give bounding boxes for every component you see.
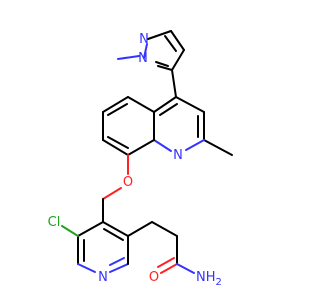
bond xyxy=(153,96,177,113)
bond xyxy=(155,61,169,67)
chloro-label: Cl xyxy=(48,215,61,230)
bond xyxy=(102,96,129,113)
pyrazole-n1-label: N xyxy=(138,51,148,66)
bond xyxy=(170,30,185,51)
bond xyxy=(127,221,153,237)
amide-o-label: O xyxy=(149,270,159,285)
bond xyxy=(109,263,129,273)
bond xyxy=(157,257,175,268)
bond xyxy=(147,30,172,40)
bond xyxy=(77,221,104,237)
bond xyxy=(77,263,96,273)
quinoline-n-label: N xyxy=(173,148,183,163)
bond xyxy=(102,221,129,237)
bond xyxy=(175,96,205,113)
bond xyxy=(157,65,173,71)
bond xyxy=(127,96,155,113)
ether-o-label: O xyxy=(123,175,133,190)
bond-layer xyxy=(61,30,233,274)
bond xyxy=(185,139,205,151)
bond xyxy=(164,35,177,52)
pyrazole-n2-label: N xyxy=(139,32,149,47)
bond xyxy=(103,228,124,241)
amide-nh-text: NH xyxy=(196,270,216,285)
amide-nh2-label: NH2 xyxy=(196,270,222,288)
bond xyxy=(102,187,122,200)
bond xyxy=(176,263,195,274)
bond xyxy=(117,55,140,60)
bond xyxy=(107,103,128,116)
bond xyxy=(171,49,185,71)
bond xyxy=(109,257,125,266)
bond xyxy=(102,139,129,156)
bond xyxy=(159,103,178,116)
amide-nh2-subscript: 2 xyxy=(216,277,222,288)
chemical-structure-diagram: N N N O Cl N O NH2 xyxy=(48,30,233,288)
bond xyxy=(151,221,178,237)
bond xyxy=(107,136,129,149)
bond xyxy=(203,139,233,156)
bond xyxy=(127,139,155,156)
bond-n xyxy=(153,139,172,152)
bond xyxy=(143,43,148,59)
bond xyxy=(171,69,177,98)
bond xyxy=(61,225,79,237)
bond xyxy=(160,263,178,274)
pyridine-n-label: N xyxy=(98,270,108,285)
atom-label-layer: N N N O Cl N O NH2 xyxy=(48,32,222,288)
